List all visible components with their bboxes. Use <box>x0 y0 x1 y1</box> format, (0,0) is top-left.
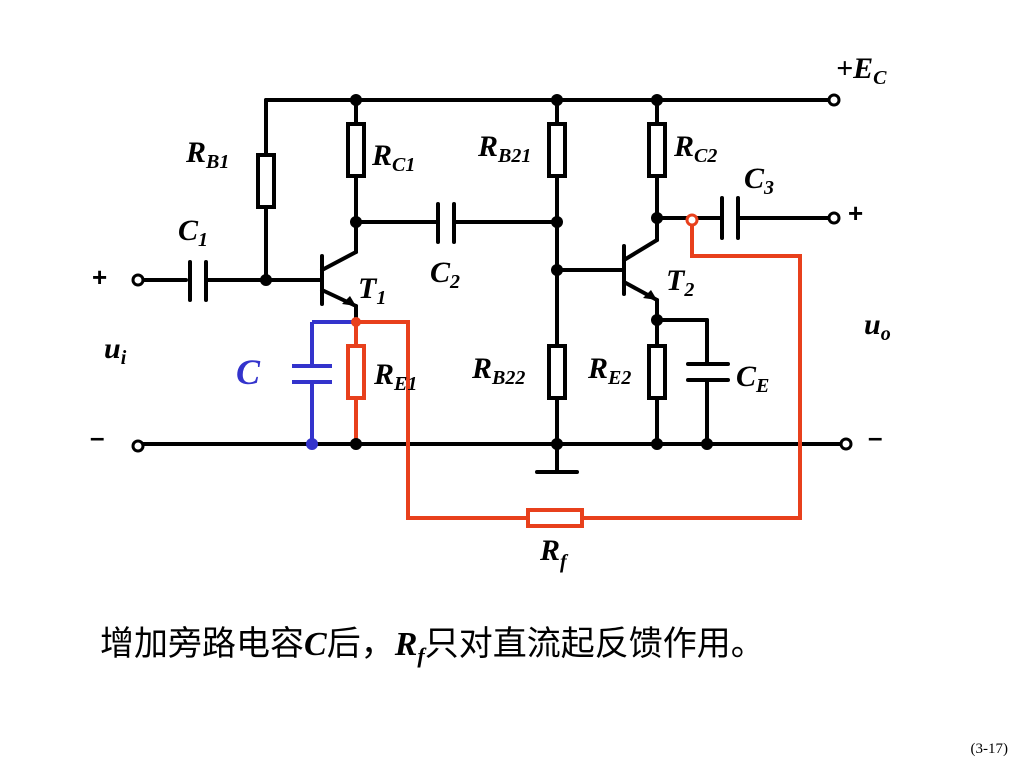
resistor-rc2 <box>647 122 667 178</box>
label-rb1: RB1 <box>185 136 229 173</box>
caption: 增加旁路电容C后，Rf只对直流起反馈作用。 <box>100 624 765 668</box>
label-t1: T1 <box>358 272 386 309</box>
input-minus-sign: – <box>90 422 104 452</box>
resistor-re1 <box>346 344 366 400</box>
t2-emitter-arrow <box>643 290 657 300</box>
label-rc1: RC1 <box>371 139 415 176</box>
input-minus-terminal <box>131 439 145 453</box>
resistor-rb22 <box>547 344 567 400</box>
t1-emitter-arrow <box>342 296 356 306</box>
input-plus-sign: + <box>92 262 107 292</box>
resistor-rc1 <box>346 122 366 178</box>
label-c2: C2 <box>430 256 460 293</box>
output-minus-sign: – <box>868 422 882 452</box>
label-re2: RE2 <box>587 352 631 389</box>
output-plus-terminal <box>827 211 841 225</box>
output-plus-sign: + <box>848 198 863 228</box>
feedback-node-out <box>685 213 699 227</box>
resistor-rb21 <box>547 122 567 178</box>
supply-terminal <box>827 93 841 107</box>
page-number: (3-17) <box>970 741 1009 757</box>
label-rc2: RC2 <box>673 130 717 167</box>
resistor-re2 <box>647 344 667 400</box>
output-minus-terminal <box>839 437 853 451</box>
label-ce: CE <box>736 360 769 397</box>
label-c1: C1 <box>178 214 208 251</box>
label-uo: uo <box>864 308 891 345</box>
bypass-junction-dot <box>306 438 318 450</box>
input-plus-terminal <box>131 273 145 287</box>
label-c-bypass: C <box>236 352 261 392</box>
label-c3: C3 <box>744 162 774 199</box>
feedback-wire <box>356 320 528 520</box>
label-rf: Rf <box>539 534 569 573</box>
label-ui: ui <box>104 332 127 369</box>
label-t2: T2 <box>666 264 694 301</box>
label-rb21: RB21 <box>477 130 531 167</box>
label-supply: +EC <box>836 52 887 89</box>
label-re1: RE1 <box>373 358 417 395</box>
resistor-rb1 <box>256 153 276 209</box>
resistor-rf <box>526 508 584 528</box>
label-rb22: RB22 <box>471 352 525 389</box>
